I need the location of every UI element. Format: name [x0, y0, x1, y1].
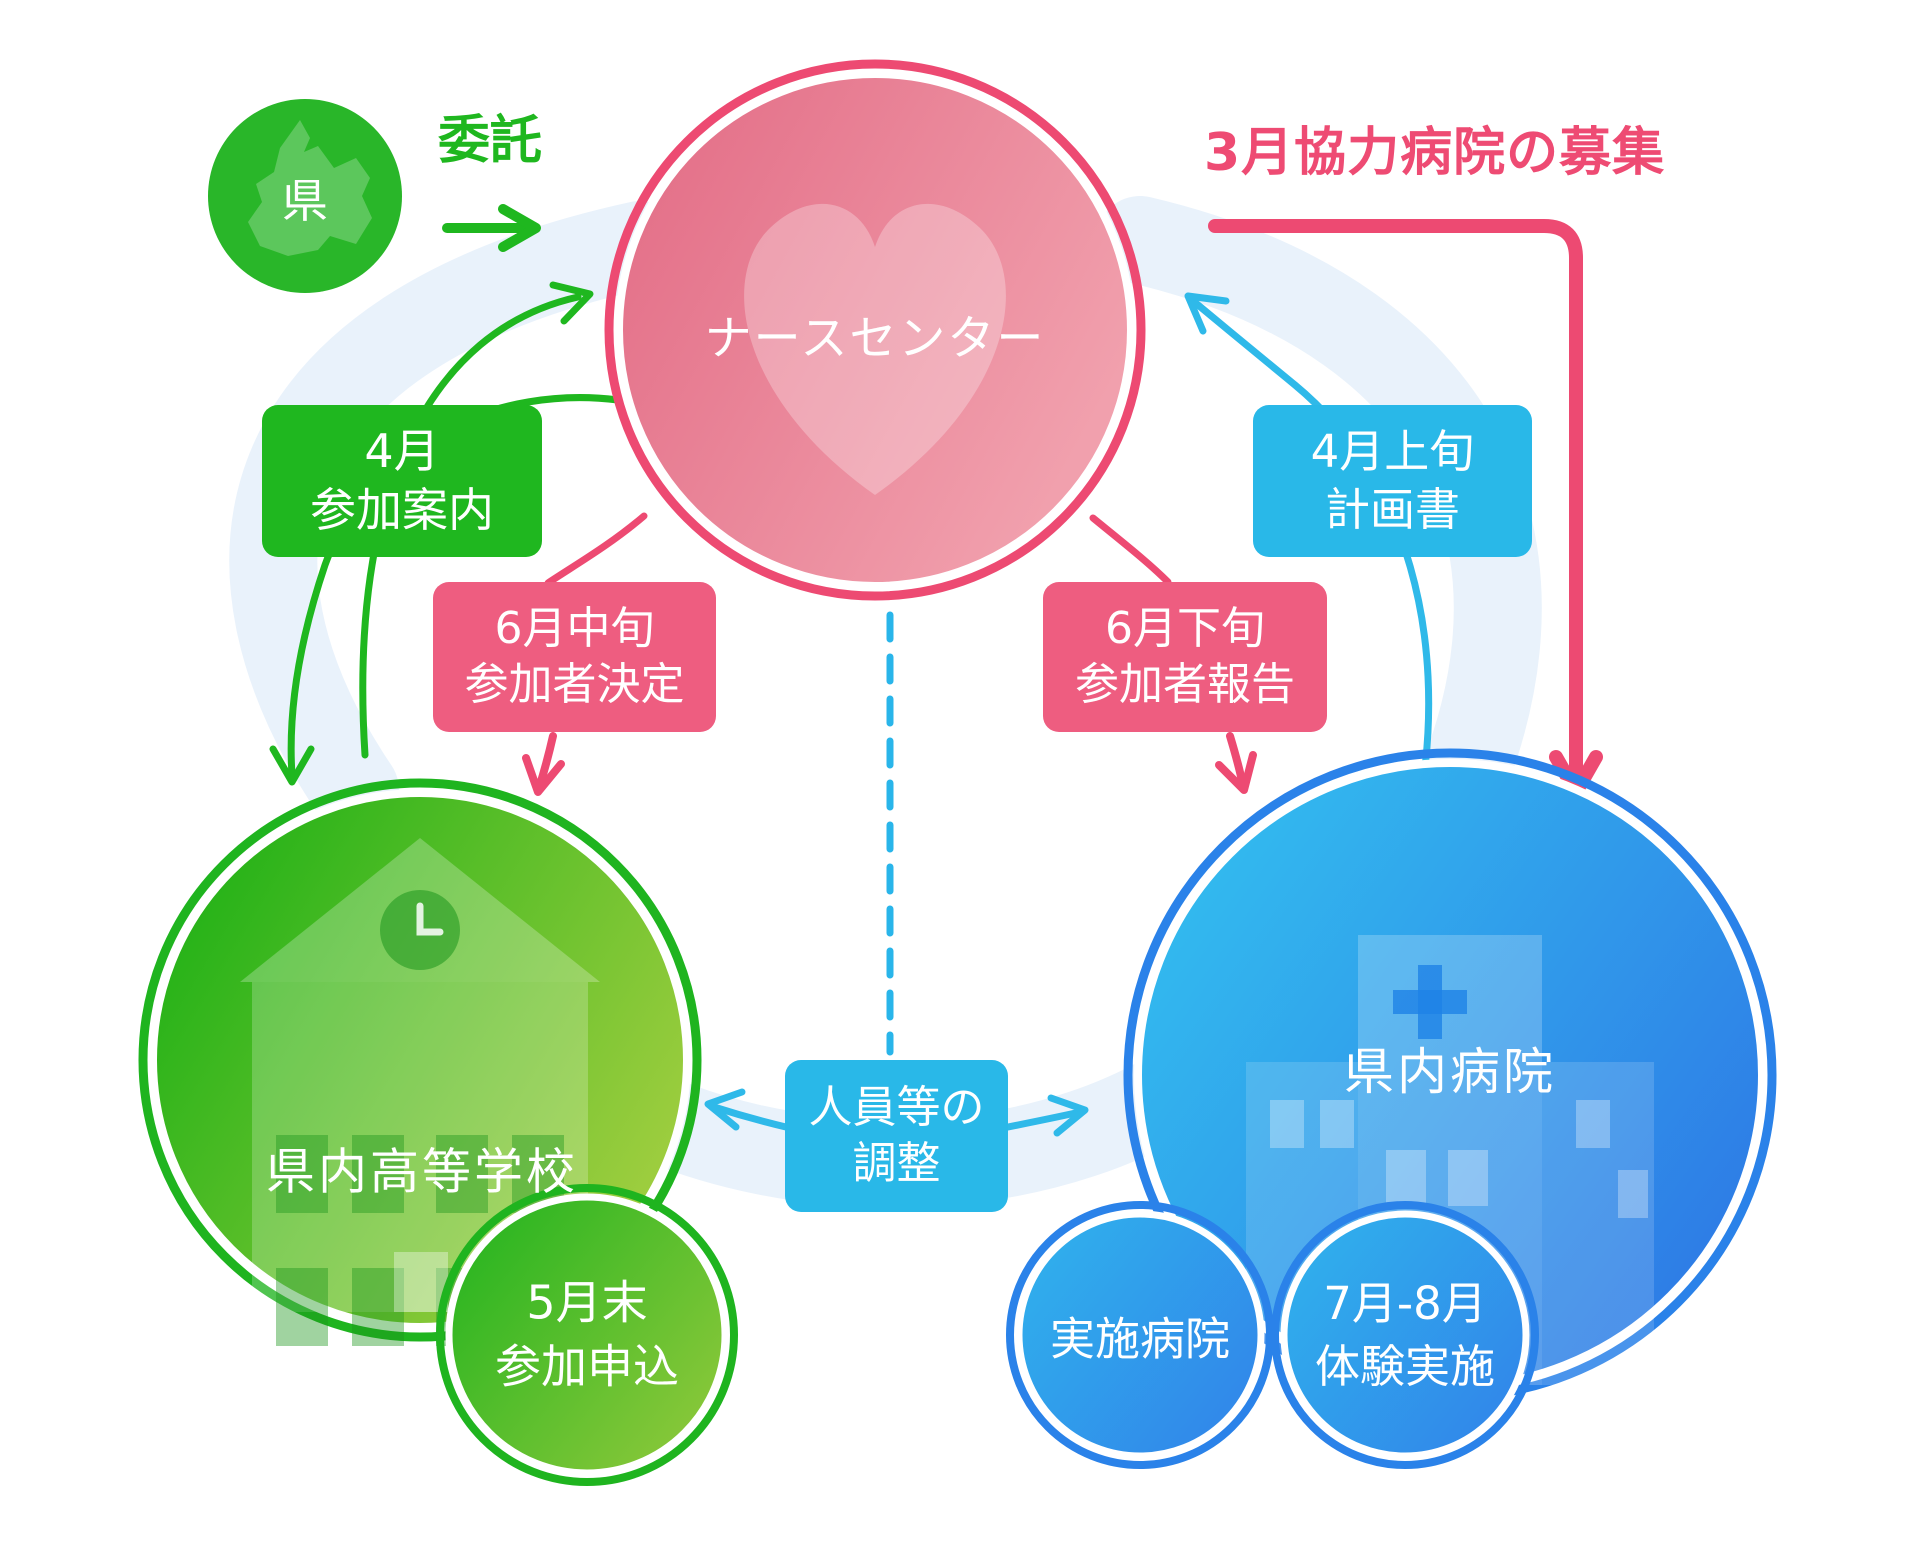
june-mid-label: 6月中旬 参加者決定	[433, 582, 716, 732]
nurse-center-circle	[604, 59, 1146, 601]
june-late-line2: 参加者報告	[1075, 659, 1295, 710]
apply-circle-label: 5月末 参加申込	[495, 1271, 679, 1400]
label-to-circle-arrows	[522, 732, 1257, 796]
recruit-heading: 3月協力病院の募集	[1204, 123, 1666, 183]
experience-line2: 体験実施	[1314, 1340, 1496, 1393]
impl-hospital-circle	[1006, 1201, 1274, 1469]
commission-arrow	[442, 204, 541, 252]
june-late-label: 6月下旬 参加者報告	[1043, 582, 1327, 732]
april-plan-label: 4月上旬 計画書	[1253, 405, 1532, 557]
june-late-line1: 6月下旬	[1105, 602, 1265, 654]
school-building-icon	[240, 838, 600, 1346]
heart-icon	[744, 203, 1006, 496]
hospital-label: 県内病院	[1344, 1043, 1556, 1101]
apply-line2: 参加申込	[495, 1340, 679, 1394]
adjust-label: 人員等の 調整	[785, 1060, 1008, 1212]
april-guide-label: 4月 参加案内	[262, 405, 542, 557]
nurse-label-connectors	[544, 512, 1172, 587]
april-guide-line2: 参加案内	[310, 483, 494, 537]
school-label: 県内高等学校	[265, 1143, 579, 1201]
experience-line1: 7月-8月	[1323, 1277, 1487, 1330]
june-mid-line2: 参加者決定	[464, 659, 685, 710]
april-plan-line1: 4月上旬	[1310, 425, 1475, 479]
adjust-line2: 調整	[852, 1138, 941, 1189]
apply-line1: 5月末	[526, 1275, 648, 1330]
april-guide-line1: 4月	[364, 424, 440, 479]
prefecture-circle	[208, 99, 402, 293]
prefecture-map-icon	[248, 120, 372, 256]
commission-heading: 委託	[438, 111, 543, 171]
impl-hospital-label: 実施病院	[1049, 1312, 1231, 1366]
experience-circle	[1271, 1201, 1539, 1469]
prefecture-label: 県	[282, 174, 328, 228]
april-plan-line2: 計画書	[1324, 483, 1460, 536]
adjust-line1: 人員等の	[808, 1081, 985, 1133]
experience-label: 7月-8月 体験実施	[1315, 1272, 1495, 1398]
june-mid-line1: 6月中旬	[494, 602, 655, 654]
adjust-arrows	[704, 1088, 1089, 1137]
apply-circle	[436, 1184, 738, 1486]
nurse-center-label: ナースセンター	[704, 311, 1046, 367]
